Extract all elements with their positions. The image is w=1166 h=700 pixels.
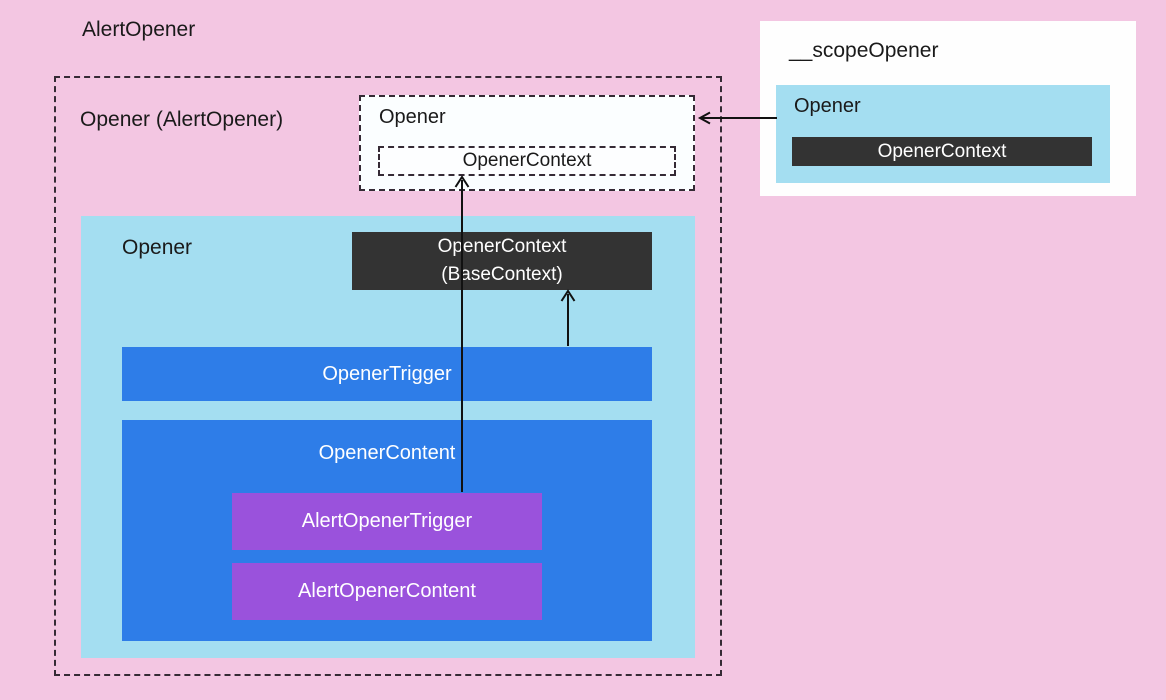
alert-trigger-bar: AlertOpenerTrigger — [232, 493, 542, 550]
provider-label: Opener — [122, 236, 193, 259]
scope-panel-title: __scopeOpener — [789, 39, 939, 62]
scope-provider-label: Opener — [794, 95, 861, 117]
outer-scope-label: Opener (AlertOpener) — [80, 108, 284, 131]
outer-scope-frame: Opener (AlertOpener) Opener OpenerContex… — [54, 76, 722, 676]
base-context-line1: OpenerContext — [437, 236, 567, 257]
base-context-line2: (BaseContext) — [441, 264, 563, 285]
trigger-bar: OpenerTrigger — [122, 347, 652, 401]
content-box: OpenerContent AlertOpenerTrigger AlertOp… — [122, 420, 652, 641]
context-frame: Opener OpenerContext — [359, 95, 695, 191]
scope-provider-box: Opener OpenerContext — [776, 85, 1110, 183]
context-frame-context: OpenerContext — [378, 146, 676, 176]
provider-box: Opener OpenerContext (BaseContext) Opene… — [81, 216, 695, 658]
context-frame-title: Opener — [379, 106, 446, 128]
content-label: OpenerContent — [318, 442, 456, 464]
alert-content-bar: AlertOpenerContent — [232, 563, 542, 620]
root-label: AlertOpener — [82, 18, 196, 41]
base-context-box: OpenerContext (BaseContext) — [352, 232, 652, 290]
scope-panel: __scopeOpener Opener OpenerContext — [760, 21, 1136, 196]
scope-context-box: OpenerContext — [792, 137, 1092, 166]
